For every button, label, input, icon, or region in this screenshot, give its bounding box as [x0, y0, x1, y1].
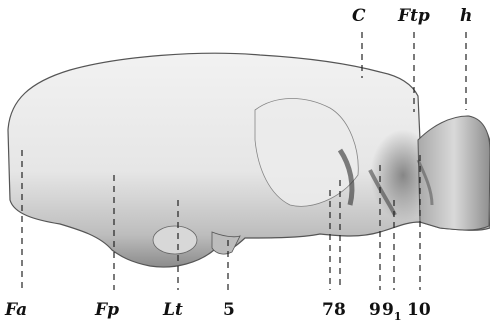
label-9: 9 — [369, 302, 381, 319]
label-7: 7 — [322, 302, 334, 319]
label-h: h — [460, 8, 472, 25]
label-Fa: Fa — [5, 302, 27, 319]
label-10: 10 — [407, 302, 431, 319]
label-5: 5 — [223, 302, 235, 319]
label-9-1: 91 — [382, 302, 402, 319]
snout-region — [418, 116, 490, 230]
label-Lt: Lt — [163, 302, 183, 319]
label-9-1-subscript: 1 — [394, 310, 402, 323]
label-C: C — [352, 8, 366, 25]
lower-lobe-left — [153, 226, 197, 254]
label-8: 8 — [334, 302, 346, 319]
label-Ftp: Ftp — [398, 8, 430, 25]
label-9-1-main: 9 — [382, 300, 394, 320]
label-Fp: Fp — [95, 302, 119, 319]
